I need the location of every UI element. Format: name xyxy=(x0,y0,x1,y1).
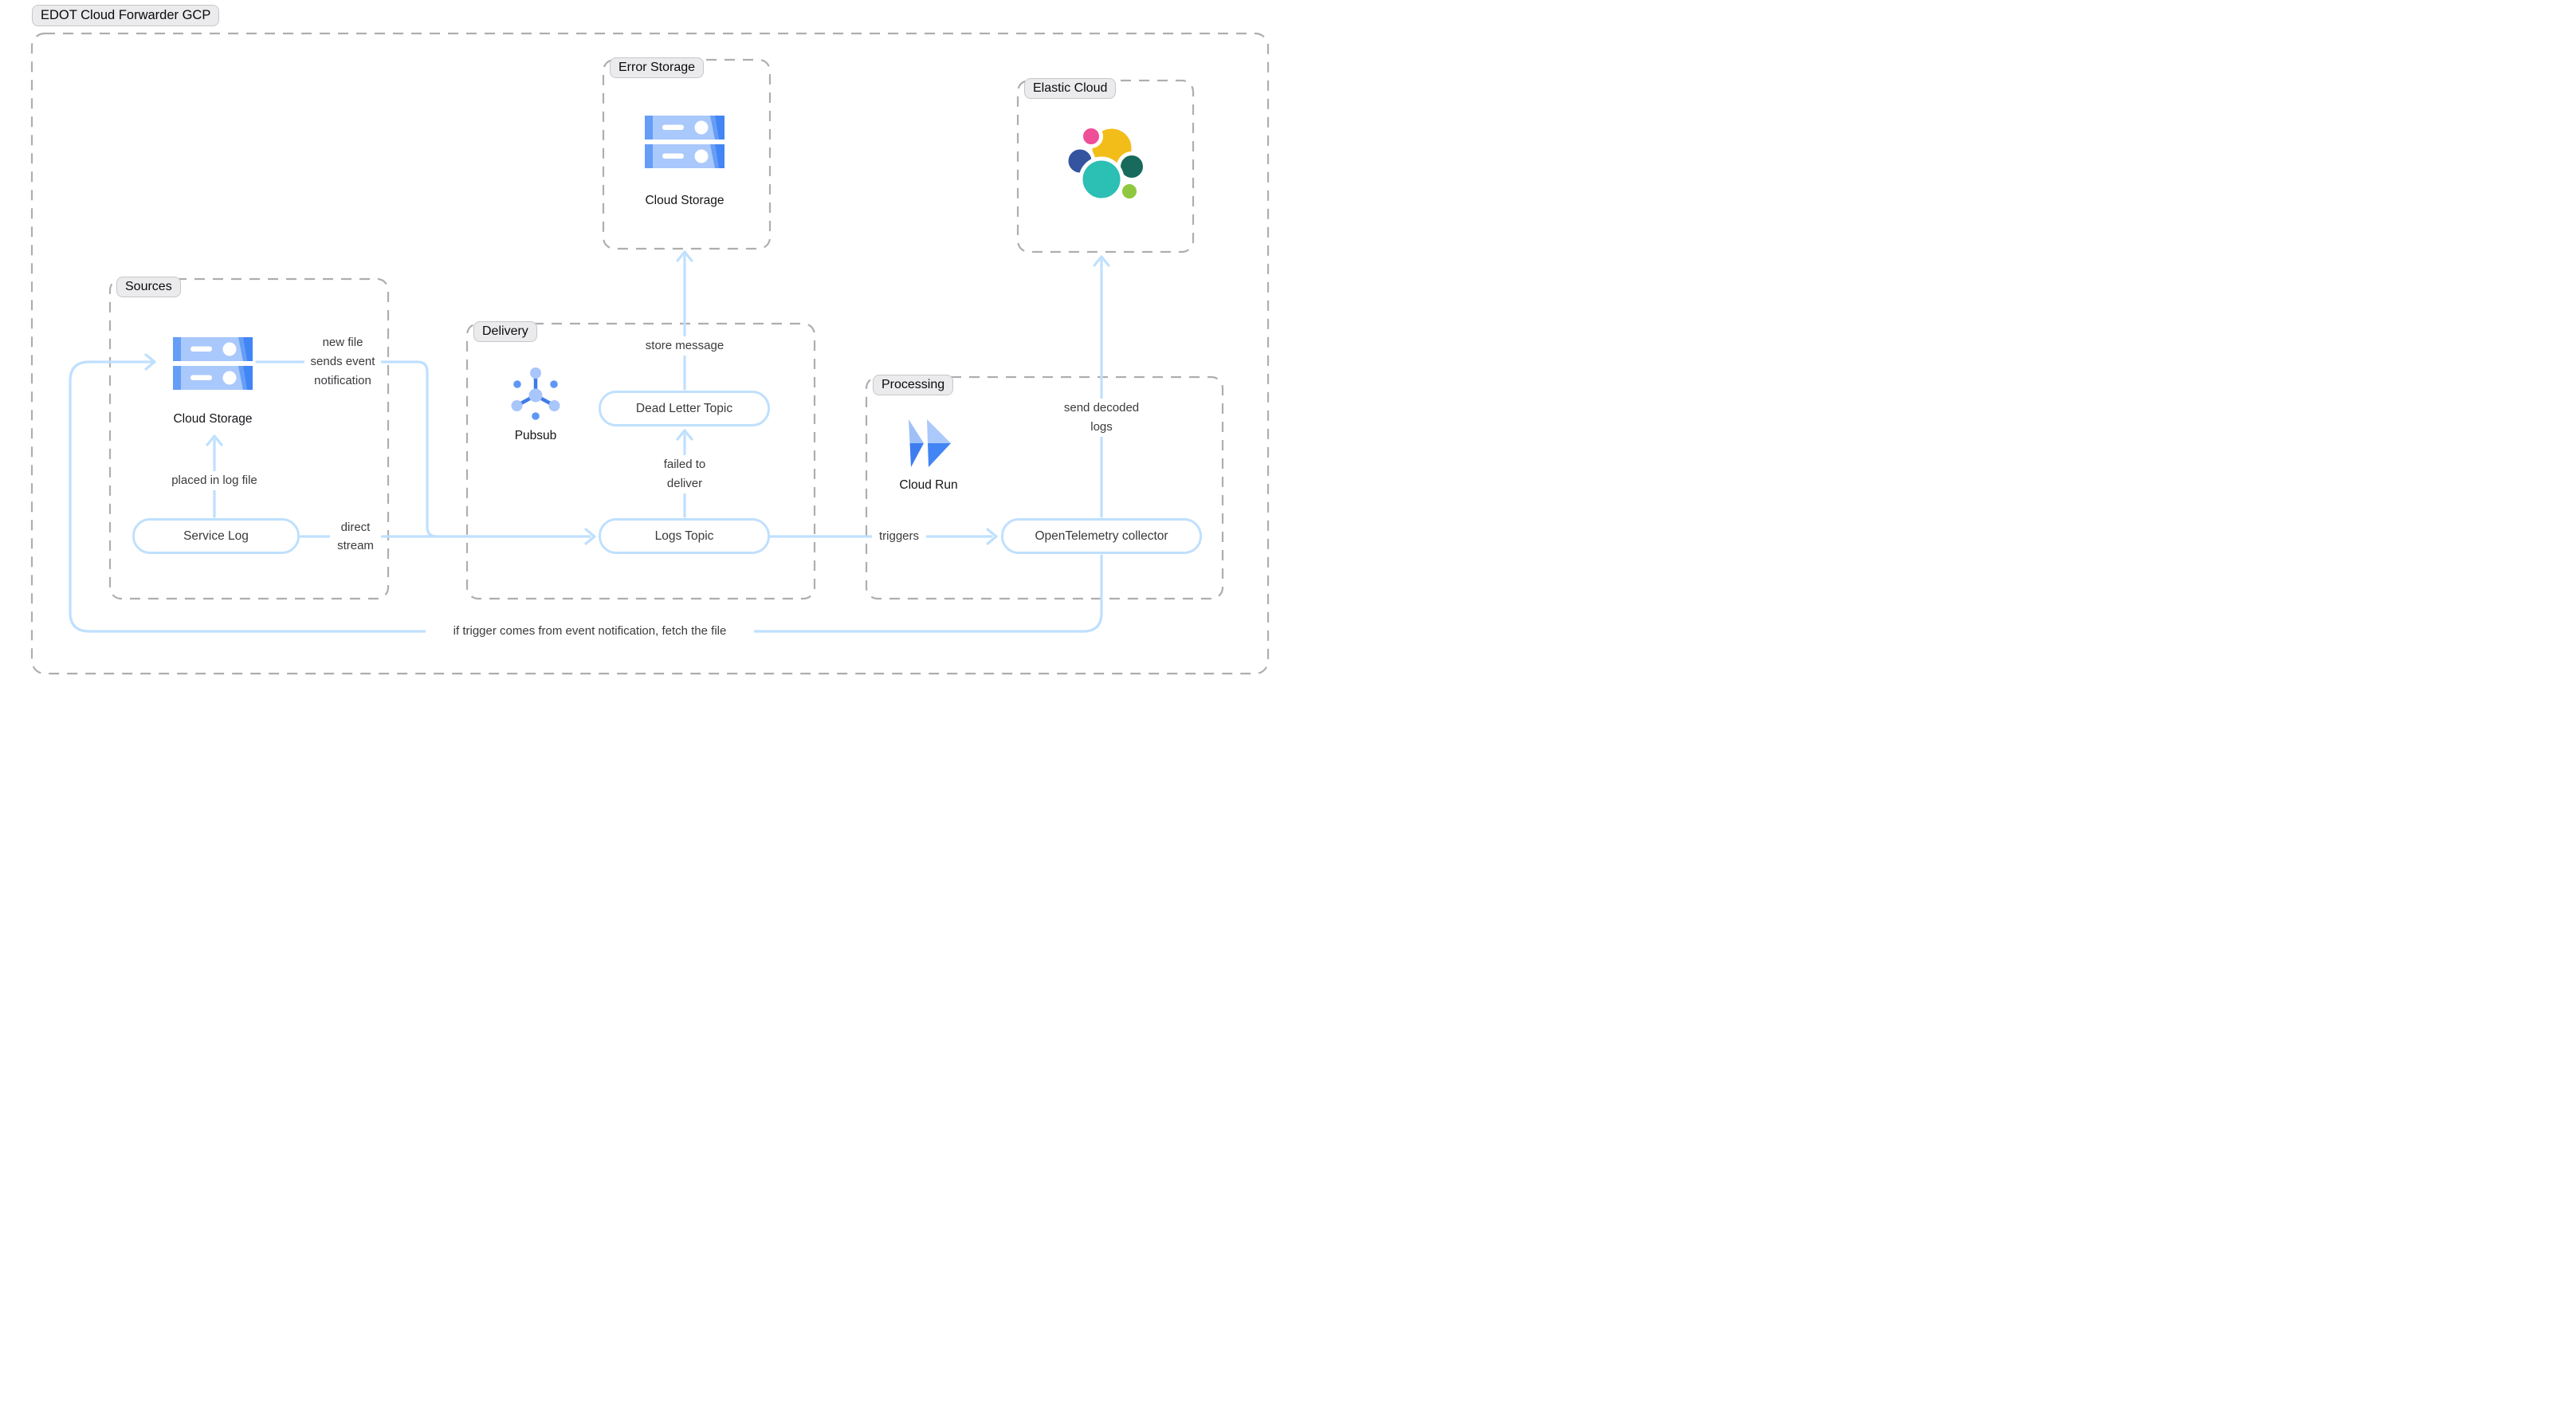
error-storage-group-label: Error Storage xyxy=(610,57,705,78)
cloud-storage-error-caption: Cloud Storage xyxy=(645,194,724,207)
arrowhead-into-error-storage xyxy=(676,250,693,262)
diagram-canvas: EDOT Cloud Forwarder GCP Sources Deliver… xyxy=(0,0,1288,702)
sources-group-border xyxy=(108,277,390,600)
edge-label-store-message: store message xyxy=(637,336,732,356)
arrowhead-into-cloud-storage-top xyxy=(206,434,223,446)
cloud-run-caption: Cloud Run xyxy=(899,478,958,492)
arrowhead-into-logs-topic xyxy=(584,528,596,545)
node-otel-collector: OpenTelemetry collector xyxy=(1001,518,1202,554)
edge-label-triggers: triggers xyxy=(872,527,926,546)
processing-group-border xyxy=(865,375,1224,600)
diagram-title: EDOT Cloud Forwarder GCP xyxy=(32,5,220,26)
cloud-storage-icon xyxy=(173,337,253,390)
processing-group-label: Processing xyxy=(873,375,954,395)
edge-label-send-decoded-logs: send decoded logs xyxy=(1058,399,1145,437)
cloud-storage-sources-caption: Cloud Storage xyxy=(173,412,253,426)
arrowhead-into-dead-letter-topic xyxy=(676,429,693,441)
edge-label-fetch-file: if trigger comes from event notification… xyxy=(426,622,754,641)
arrowhead-into-collector xyxy=(986,528,998,545)
error-storage-group-border xyxy=(602,58,772,250)
edge-fetch-file-feedback-line xyxy=(69,360,1103,633)
arrowhead-into-sources-storage xyxy=(144,353,156,371)
edge-label-direct-stream: direct stream xyxy=(330,518,381,555)
outer-group-border xyxy=(30,32,1270,675)
pubsub-icon xyxy=(510,365,561,421)
edge-label-failed-to-deliver: failed to deliver xyxy=(656,455,713,493)
edge-label-placed-in-log-file: placed in log file xyxy=(154,471,275,490)
cloud-run-icon xyxy=(905,418,952,469)
elastic-cloud-group-label: Elastic Cloud xyxy=(1024,78,1117,99)
elastic-logo-icon xyxy=(1064,124,1149,204)
edge-label-new-file: new file sends event notification xyxy=(304,333,381,391)
node-logs-topic: Logs Topic xyxy=(599,518,770,554)
node-service-log: Service Log xyxy=(132,518,300,554)
cloud-storage-error-icon xyxy=(645,116,724,168)
node-dead-letter-topic: Dead Letter Topic xyxy=(599,391,770,426)
arrowhead-into-elastic-cloud xyxy=(1093,255,1110,267)
sources-group-label: Sources xyxy=(116,277,181,297)
delivery-group-border xyxy=(465,322,816,600)
delivery-group-label: Delivery xyxy=(473,321,537,342)
pubsub-caption: Pubsub xyxy=(514,429,557,442)
